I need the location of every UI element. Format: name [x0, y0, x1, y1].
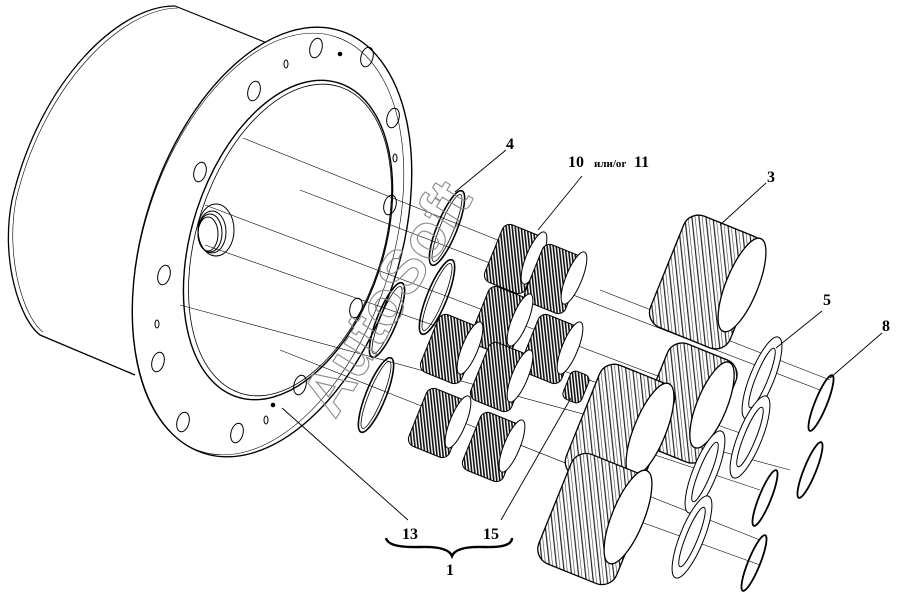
needle-bearing: [469, 341, 534, 413]
callout-label-3: 3: [767, 169, 775, 186]
leader-3: [719, 182, 767, 226]
callout-label-or: или/or: [594, 158, 626, 170]
callout-label-4: 4: [506, 136, 514, 153]
leader-13: [281, 407, 409, 521]
o-rings-4: [357, 189, 466, 434]
snap-ring: [796, 441, 824, 499]
flange-bolt-holes: [151, 37, 400, 444]
snap-rings-8: [740, 374, 835, 592]
callout-label-1: 1: [446, 562, 454, 579]
planet-gear: [648, 214, 767, 350]
planet-gears-3: [537, 214, 767, 586]
needle-bearings-10-11: [407, 223, 588, 483]
callout-label-5: 5: [823, 292, 831, 309]
thrust-washers-5: [671, 336, 783, 579]
needle-bearing: [419, 313, 484, 385]
housing-cylinder-body: [7, 5, 176, 376]
leader-4: [454, 149, 507, 193]
planet-gear: [537, 452, 653, 586]
leader-10-11: [537, 175, 583, 231]
leader-lines: [281, 149, 883, 521]
assembly-brace: [384, 537, 514, 560]
callout-label-11: 11: [634, 154, 649, 171]
callout-label-8: 8: [882, 318, 890, 335]
needle-bearing: [461, 411, 526, 483]
thrust-washer: [671, 495, 713, 579]
leader-15: [500, 397, 572, 521]
leader-8: [829, 332, 883, 379]
callout-label-10: 10: [568, 154, 584, 171]
housing-hub: [197, 203, 235, 257]
thrust-washer: [729, 395, 771, 479]
callout-label-15: 15: [483, 526, 499, 543]
callout-label-13: 13: [402, 526, 418, 543]
snap-ring: [807, 374, 835, 432]
snap-ring: [740, 534, 768, 592]
needle-bearing: [523, 243, 588, 315]
leader-5: [775, 310, 823, 349]
thrust-washer: [684, 430, 726, 514]
snap-ring: [751, 469, 779, 527]
needle-bearing: [407, 387, 472, 459]
needle-bearing: [519, 313, 584, 385]
pin-15: [562, 370, 590, 404]
